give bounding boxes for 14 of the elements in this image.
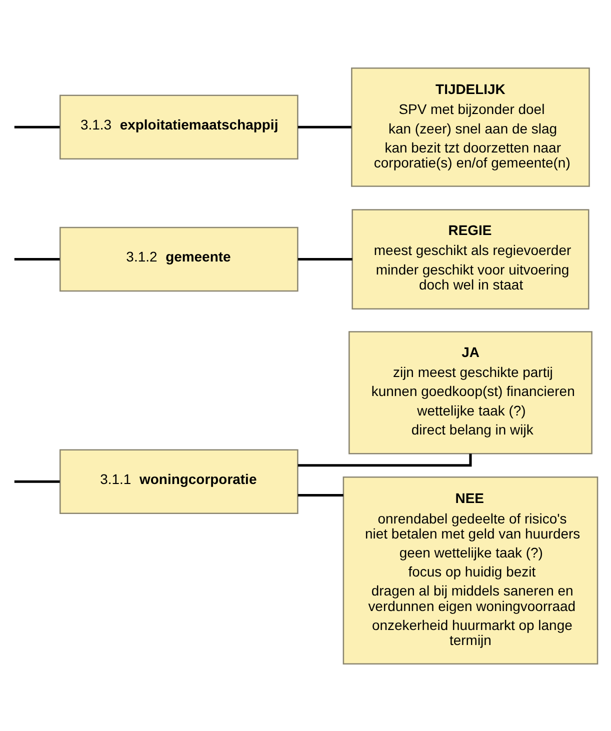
connector <box>298 125 352 128</box>
node-box: REGIE meest geschikt als regievoerder minder geschikt voor uitvoering doch wel in staat <box>352 208 590 309</box>
connector <box>14 480 60 482</box>
node-box: 3.1.3 exploitatiemaatschappij <box>60 94 298 160</box>
node-box: 3.1.2 gemeente <box>60 226 298 292</box>
node-box: 3.1.1 woningcorporatie <box>60 448 298 514</box>
node-box: TIJDELIJK SPV met bijzonder doel kan (zeer) snel aan de slag kan bezit tzt doorzetten naar corporatie(s) en/of gemeente(n) <box>351 66 590 186</box>
node-box: JA zijn meest geschikte partij kunnen goedkoop(st) financieren wettelijke taak (?) direct belang in wijk <box>348 330 592 454</box>
connector <box>14 125 60 128</box>
connector <box>298 494 344 496</box>
connector <box>298 258 352 260</box>
connector <box>298 453 472 466</box>
node-box: NEE onrendabel gedeelte of risico's niet betalen met geld van huurders geen wettelijke taak (?) focus op huidig bezit dragen al bij middels saneren en verdunnen eigen woningvoorraad onzekerheid huurmarkt op lange termijn <box>342 476 598 664</box>
connector <box>14 258 60 260</box>
